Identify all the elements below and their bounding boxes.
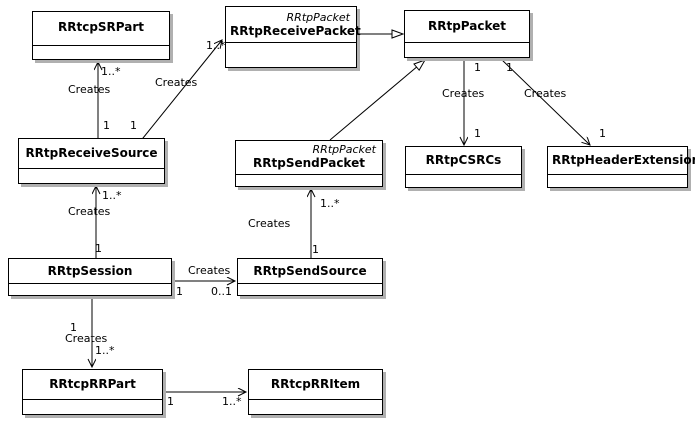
class-attributes-compartment	[23, 400, 162, 415]
edge-label-multiplicity: 1	[167, 395, 174, 408]
class-name: RRtcpRRPart	[49, 377, 136, 391]
class-header: RRtpSession	[9, 259, 171, 284]
class-box-rrtpreceivepacket[interactable]: RRtpPacket RRtpReceivePacket	[225, 6, 361, 68]
class-attributes-compartment	[226, 43, 356, 68]
class-box-rrtppacket[interactable]: RRtpPacket	[404, 10, 530, 58]
edge-label-multiplicity: 0..1	[211, 285, 232, 298]
class-attributes-compartment	[236, 175, 382, 187]
edge-label-multiplicity: 1	[130, 119, 137, 132]
class-name: RRtpPacket	[427, 19, 507, 33]
edge-label-multiplicity: 1	[103, 119, 110, 132]
class-name: RRtcpRRItem	[270, 377, 361, 391]
edge-label-creates: Creates	[155, 76, 198, 89]
edge-label-creates: Creates	[68, 205, 111, 218]
class-header: RRtcpRRItem	[249, 370, 382, 400]
class-box-rrtcpsrpart[interactable]: RRtcpSRPart	[32, 11, 170, 60]
edge-label-multiplicity: 1	[312, 243, 319, 256]
class-name: RRtpHeaderExtension	[552, 153, 695, 167]
edge-label-multiplicity: 1..*	[320, 197, 340, 210]
edge-label-multiplicity: 1..*	[222, 395, 242, 408]
class-attributes-compartment	[405, 43, 529, 58]
class-box-rrtpsession[interactable]: RRtpSession	[8, 258, 172, 296]
class-name: RRtpReceivePacket	[230, 24, 361, 38]
class-header: RRtpSendSource	[238, 259, 382, 284]
class-header: RRtcpRRPart	[23, 370, 162, 400]
class-header: RRtcpSRPart	[33, 12, 169, 46]
edge-label-multiplicity: 1	[474, 127, 481, 140]
class-box-rrtpcsrcs[interactable]: RRtpCSRCs	[405, 146, 522, 188]
edge-label-creates: Creates	[188, 264, 231, 277]
class-box-rrtpheaderextension[interactable]: RRtpHeaderExtension	[547, 146, 695, 188]
edge-sendpacket-generalization-packet	[329, 59, 427, 141]
edge-label-multiplicity: 1..*	[101, 65, 121, 78]
edge-packet-creates-headerextension	[499, 57, 590, 145]
edge-label-creates: Creates	[65, 332, 108, 345]
class-name: RRtpSendSource	[253, 264, 367, 278]
class-attributes-compartment	[249, 400, 382, 415]
edge-label-creates: Creates	[68, 83, 111, 96]
edge-label-multiplicity: 1	[599, 127, 606, 140]
class-name: RRtpCSRCs	[425, 153, 502, 167]
edge-label-multiplicity: 1..*	[206, 39, 226, 52]
class-attributes-compartment	[33, 46, 169, 60]
class-header: RRtpPacket RRtpReceivePacket	[226, 7, 361, 43]
edge-label-creates: Creates	[524, 87, 567, 100]
class-attributes-compartment	[238, 284, 382, 296]
class-attributes-compartment	[548, 175, 687, 188]
class-header: RRtpPacket	[405, 11, 529, 43]
edge-label-multiplicity: 1..*	[95, 344, 115, 357]
class-name: RRtpSession	[47, 264, 133, 278]
edge-label-multiplicity: 1	[176, 285, 183, 298]
class-name: RRtpSendPacket	[253, 156, 365, 170]
class-name: RRtpReceiveSource	[25, 146, 158, 160]
class-header: RRtpReceiveSource	[19, 139, 164, 169]
class-header: RRtpHeaderExtension	[548, 147, 695, 175]
edge-label-multiplicity: 1	[506, 61, 513, 74]
class-attributes-compartment	[406, 175, 521, 188]
class-header: RRtpPacket RRtpSendPacket	[236, 141, 382, 175]
edge-label-creates: Creates	[442, 87, 485, 100]
class-superclass-label: RRtpPacket	[286, 11, 350, 24]
edge-label-multiplicity: 1	[95, 242, 102, 255]
edge-label-multiplicity: 1	[474, 61, 481, 74]
class-box-rrtpreceivesource[interactable]: RRtpReceiveSource	[18, 138, 165, 184]
class-header: RRtpCSRCs	[406, 147, 521, 175]
class-box-rrtpsendpacket[interactable]: RRtpPacket RRtpSendPacket	[235, 140, 383, 187]
edge-label-multiplicity: 1	[70, 321, 77, 334]
edge-receivesource-creates-receivepacket	[138, 40, 222, 144]
class-attributes-compartment	[9, 284, 171, 296]
edge-label-creates: Creates	[248, 217, 291, 230]
class-box-rrtcprritem[interactable]: RRtcpRRItem	[248, 369, 383, 415]
class-box-rrtpsendsource[interactable]: RRtpSendSource	[237, 258, 383, 296]
class-attributes-compartment	[19, 169, 164, 184]
class-box-rrtcprrpart[interactable]: RRtcpRRPart	[22, 369, 163, 415]
class-name: RRtcpSRPart	[57, 20, 145, 34]
edge-label-multiplicity: 1..*	[102, 189, 122, 202]
class-superclass-label: RRtpPacket	[312, 143, 376, 156]
